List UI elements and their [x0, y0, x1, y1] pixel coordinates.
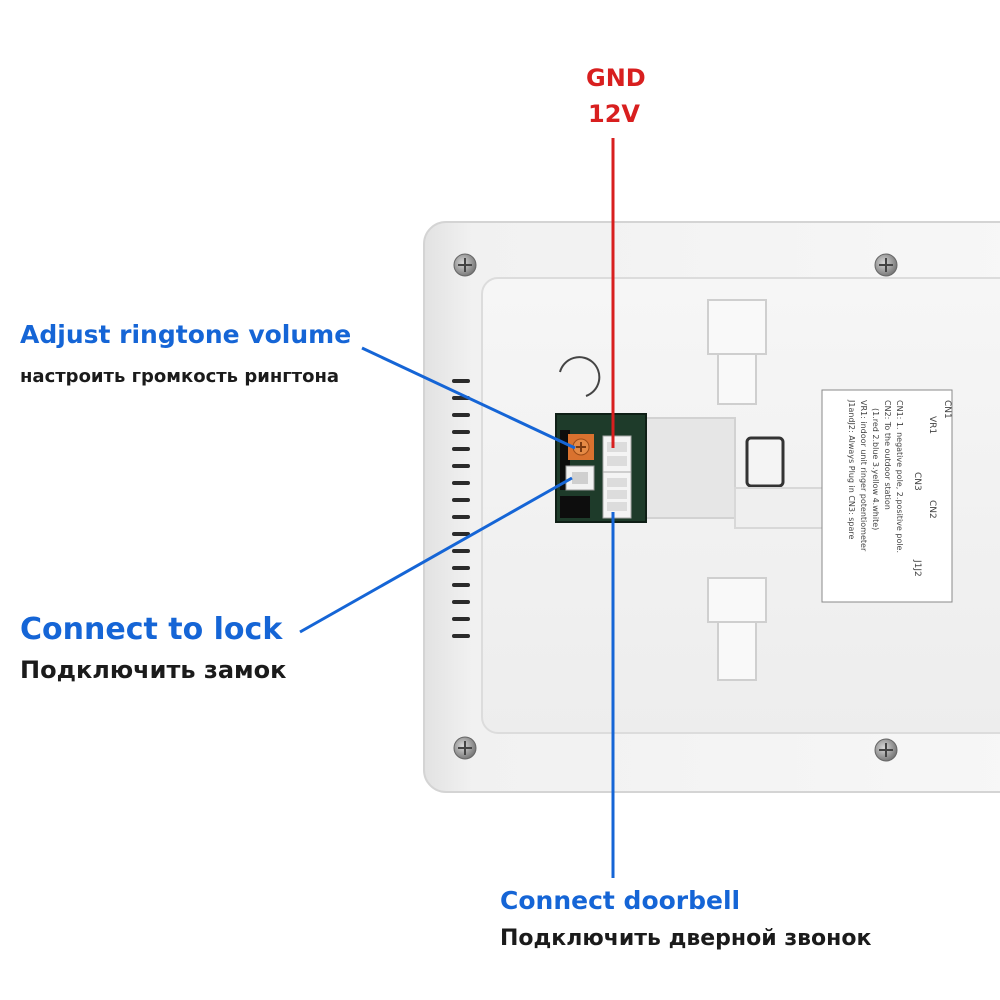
- leader-line-lock: [299, 476, 573, 634]
- screw-icon: [453, 736, 477, 760]
- round-hole-icon: [559, 356, 601, 397]
- mounting-tab-top: [707, 299, 767, 405]
- mounting-tab-bottom: [707, 577, 767, 681]
- connect-lock-label: Connect to lock: [20, 612, 283, 647]
- screw-icon: [453, 253, 477, 277]
- sticker-line: (1.red 2.blue 3.yellow 4.white): [871, 408, 880, 530]
- vent-slots: [452, 379, 470, 638]
- sticker-line: J1andJ2: Always Plug in CN3: spare: [847, 399, 856, 540]
- ringtone-volume-label: Adjust ringtone volume: [20, 320, 352, 349]
- gnd-label: GND: [586, 64, 646, 92]
- mounting-rail: [734, 487, 826, 529]
- label-sticker: CN1 VR1 CN2 CN3 J1J2 CN1: 1. negative po…: [821, 389, 953, 603]
- screw-icon: [874, 738, 898, 762]
- sticker-line: CN2: To the outdoor station: [883, 400, 892, 510]
- screw-icon: [874, 253, 898, 277]
- sticker-vr1: VR1: [927, 416, 937, 434]
- sticker-line: VR1: indoor unit ringer potentiometer: [859, 400, 868, 552]
- connect-doorbell-label-ru: Подключить дверной звонок: [500, 926, 872, 951]
- sticker-cn1-header: CN1: [942, 400, 952, 419]
- leader-line-ringtone: [361, 346, 576, 450]
- bracket-slot: [745, 436, 785, 488]
- sticker-line: CN1: 1. negative pole, 2.positive pole.: [895, 400, 904, 553]
- sticker-cn3: CN3: [912, 472, 922, 491]
- sticker-cn2-header: CN2: [927, 500, 937, 519]
- terminal-block-power: [602, 435, 632, 473]
- sticker-j1j2: J1J2: [912, 559, 922, 577]
- connect-lock-label-ru: Подключить замок: [20, 656, 287, 684]
- ringtone-volume-label-ru: настроить громкость рингтона: [20, 366, 340, 387]
- 12v-label: 12V: [588, 100, 640, 128]
- connect-doorbell-label: Connect doorbell: [500, 886, 741, 915]
- recess-slot: [639, 417, 736, 519]
- terminal-block-doorbell: [602, 471, 632, 519]
